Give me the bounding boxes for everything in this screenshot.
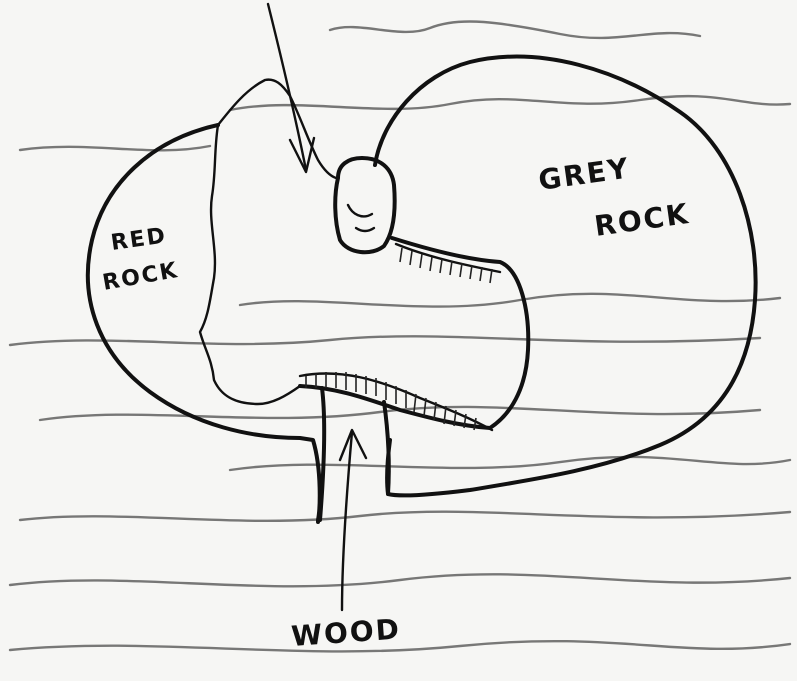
junction-block [335,158,394,252]
grey-rock-label-line1: GREY [536,151,632,196]
grey-rock-notch [300,238,528,428]
wood-label: WOOD [290,612,402,653]
top-arrow [268,4,314,172]
grey-rock-outline [375,57,756,496]
red-rock-label-line2: ROCK [101,258,181,296]
grey-rock-label-line2: ROCK [592,197,691,243]
red-rock-inner-edge [200,80,336,404]
lower-channel-left [320,388,324,520]
junction-block-mark [348,205,374,231]
red-rock-label-line1: RED [109,223,168,256]
bleed-through-texture [10,21,790,651]
